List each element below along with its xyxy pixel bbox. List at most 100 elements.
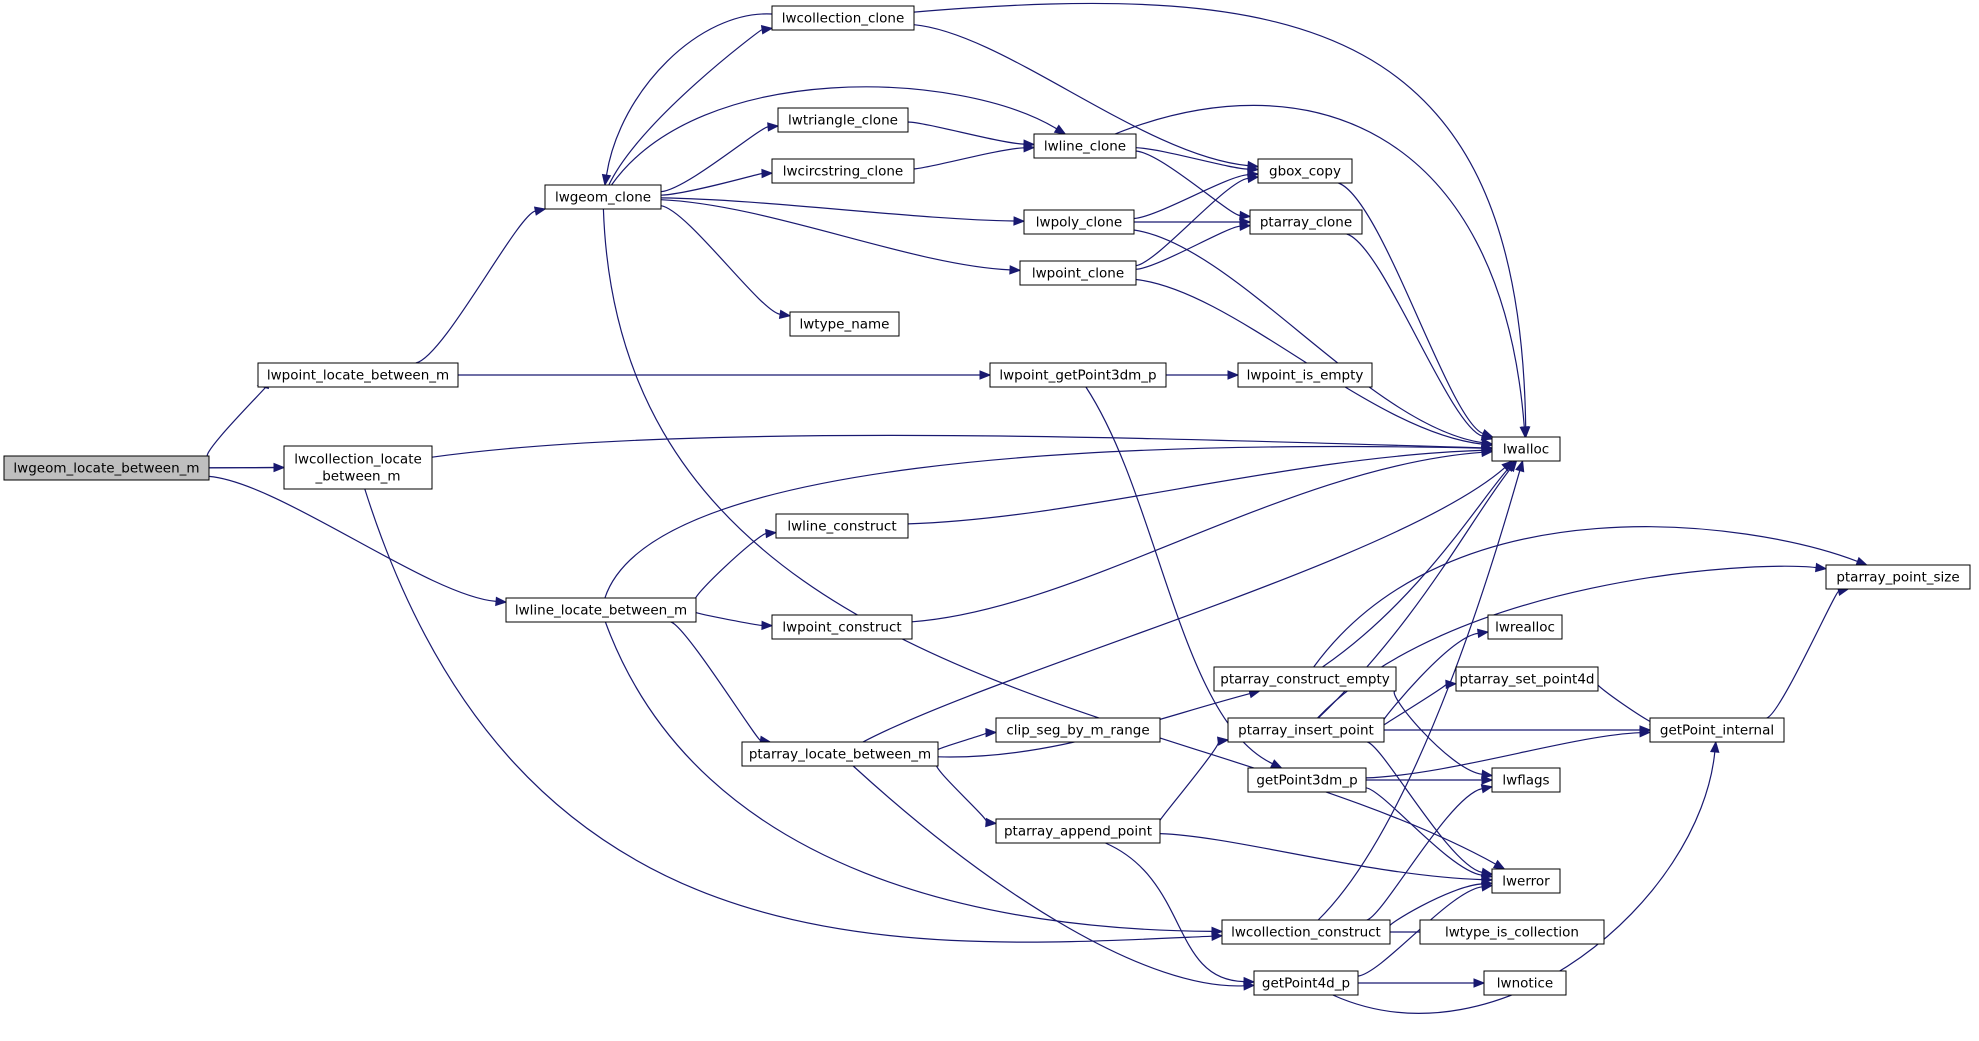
edge-ptarray_locate_between_m-to-ptarray_append_point: [935, 762, 998, 828]
node-label: getPoint3dm_p: [1256, 773, 1357, 789]
node-lwtype_name[interactable]: lwtype_name: [789, 311, 900, 337]
edge-arrowhead: [1477, 628, 1490, 639]
edge-line: [1159, 740, 1220, 822]
edge-lwline_clone-to-gbox_copy: [1135, 147, 1260, 174]
node-label: ptarray_clone: [1260, 215, 1352, 231]
node-box: [283, 445, 433, 490]
node-lwflags[interactable]: lwflags: [1491, 767, 1561, 793]
node-box: [777, 107, 909, 133]
node-lwcollection_locate_between_m[interactable]: lwcollection_locate_between_m: [283, 445, 433, 490]
node-lwpoint_getPoint3dm_p[interactable]: lwpoint_getPoint3dm_p: [989, 362, 1167, 388]
node-box: [1033, 133, 1137, 159]
node-getPoint4d_p[interactable]: getPoint4d_p: [1253, 970, 1359, 996]
node-label: lwtype_name: [800, 317, 890, 333]
node-box: [505, 597, 697, 623]
edge-arrowhead: [1481, 882, 1494, 892]
node-lwline_clone[interactable]: lwline_clone: [1033, 133, 1137, 159]
node-lwrealloc[interactable]: lwrealloc: [1487, 614, 1563, 640]
node-label: lwpoint_construct: [782, 620, 901, 636]
edge-line: [1114, 104, 1525, 428]
node-lwpoint_locate_between_m[interactable]: lwpoint_locate_between_m: [257, 362, 459, 388]
node-lwtriangle_clone[interactable]: lwtriangle_clone: [777, 107, 909, 133]
edge-lwline_construct-to-lwalloc: [907, 445, 1494, 525]
edge-ptarray_append_point-to-ptarray_insert_point: [1159, 736, 1230, 822]
edge-ptarray_insert_point-to-ptarray_point_size: [1317, 562, 1828, 719]
edge-line: [1133, 174, 1249, 220]
node-lwcollection_clone[interactable]: lwcollection_clone: [771, 5, 915, 31]
node-ptarray_insert_point[interactable]: ptarray_insert_point: [1227, 717, 1385, 743]
edge-getPoint3dm_p-to-lwflags: [1366, 775, 1494, 785]
node-lwline_locate_between_m[interactable]: lwline_locate_between_m: [505, 597, 697, 623]
edge-lwline_locate_between_m-to-lwline_construct: [694, 528, 778, 602]
edge-line: [935, 732, 987, 752]
edge-ptarray_construct_empty-to-lwalloc: [1322, 460, 1517, 668]
node-label: gbox_copy: [1269, 164, 1341, 180]
node-getPoint_internal[interactable]: getPoint_internal: [1649, 717, 1785, 743]
node-lwnotice[interactable]: lwnotice: [1483, 970, 1567, 996]
edge-arrowhead: [1013, 216, 1026, 226]
edge-line: [1085, 386, 1273, 765]
edge-arrowhead: [1217, 736, 1230, 746]
node-lwpoint_clone[interactable]: lwpoint_clone: [1019, 260, 1137, 286]
edge-line: [431, 434, 1483, 458]
edge-getPoint4d_p-to-lwerror: [1357, 882, 1494, 977]
node-gbox_copy[interactable]: gbox_copy: [1257, 158, 1353, 184]
edge-line: [862, 467, 1506, 743]
edge-lwgeom_locate_between_m-to-lwline_locate_between_m: [208, 475, 508, 607]
edge-line: [1135, 278, 1483, 445]
node-label: getPoint4d_p: [1262, 976, 1350, 992]
node-ptarray_construct_empty[interactable]: ptarray_construct_empty: [1213, 666, 1397, 692]
node-ptarray_locate_between_m[interactable]: ptarray_locate_between_m: [741, 741, 939, 767]
edge-line: [907, 449, 1483, 525]
edge-arrowhead: [760, 25, 774, 35]
node-clip_seg_by_m_range[interactable]: clip_seg_by_m_range: [995, 717, 1161, 743]
node-lwcollection_construct[interactable]: lwcollection_construct: [1221, 919, 1391, 945]
node-lwtype_is_collection[interactable]: lwtype_is_collection: [1419, 919, 1605, 945]
node-ptarray_clone[interactable]: ptarray_clone: [1249, 209, 1363, 235]
edge-arrowhead: [1515, 459, 1525, 473]
edge-lwline_locate_between_m-to-lwcollection_construct: [604, 621, 1224, 937]
node-label: lwpoly_clone: [1036, 215, 1122, 231]
node-lwgeom_clone[interactable]: lwgeom_clone: [544, 184, 662, 210]
edge-arrowhead: [1239, 210, 1252, 221]
edge-getPoint3dm_p-to-lwerror: [1365, 787, 1494, 880]
edge-lwpoint_getPoint3dm_p-to-lwpoint_is_empty: [1165, 370, 1240, 380]
node-lwpoint_construct[interactable]: lwpoint_construct: [771, 614, 913, 640]
node-lwcircstring_clone[interactable]: lwcircstring_clone: [771, 158, 915, 184]
node-lwline_construct[interactable]: lwline_construct: [775, 513, 909, 539]
edge-arrowhead: [1506, 459, 1518, 473]
edge-lwgeom_clone-to-lwpoint_clone: [660, 199, 1022, 275]
edge-lwline_locate_between_m-to-ptarray_locate_between_m: [670, 621, 772, 745]
node-ptarray_append_point[interactable]: ptarray_append_point: [995, 818, 1161, 844]
node-lwgeom_locate_between_m[interactable]: lwgeom_locate_between_m: [3, 455, 210, 481]
node-ptarray_set_point4d[interactable]: ptarray_set_point4d: [1455, 666, 1599, 692]
edge-line: [1135, 147, 1249, 170]
node-lwpoint_is_empty[interactable]: lwpoint_is_empty: [1237, 362, 1373, 388]
node-box: [1227, 717, 1385, 743]
edge-line: [913, 24, 1249, 167]
edge-line: [604, 621, 1213, 932]
edge-line: [1338, 182, 1484, 435]
edge-arrowhead: [1492, 859, 1506, 870]
edge-line: [1383, 683, 1447, 726]
edge-lwcollection_clone-to-lwgeom_clone: [601, 13, 773, 187]
edge-line: [604, 445, 1483, 599]
edge-arrowhead: [1009, 265, 1022, 275]
node-box: [775, 513, 909, 539]
edge-arrowhead: [1227, 370, 1240, 380]
node-label: lwgeom_locate_between_m: [13, 461, 199, 477]
node-lwerror[interactable]: lwerror: [1491, 868, 1561, 894]
edge-lwpoly_clone-to-gbox_copy: [1133, 169, 1260, 220]
node-label: lwalloc: [1503, 442, 1549, 458]
edge-line: [911, 451, 1483, 623]
node-lwalloc[interactable]: lwalloc: [1491, 436, 1561, 462]
node-box: [1213, 666, 1397, 692]
node-box: [1649, 717, 1785, 743]
edge-line: [1346, 233, 1483, 437]
node-lwpoly_clone[interactable]: lwpoly_clone: [1023, 209, 1135, 235]
edge-lwpoint_getPoint3dm_p-to-getPoint3dm_p: [1085, 386, 1283, 769]
node-ptarray_point_size[interactable]: ptarray_point_size: [1825, 564, 1971, 590]
edge-arrowhead: [761, 620, 774, 631]
node-getPoint3dm_p[interactable]: getPoint3dm_p: [1247, 767, 1367, 793]
